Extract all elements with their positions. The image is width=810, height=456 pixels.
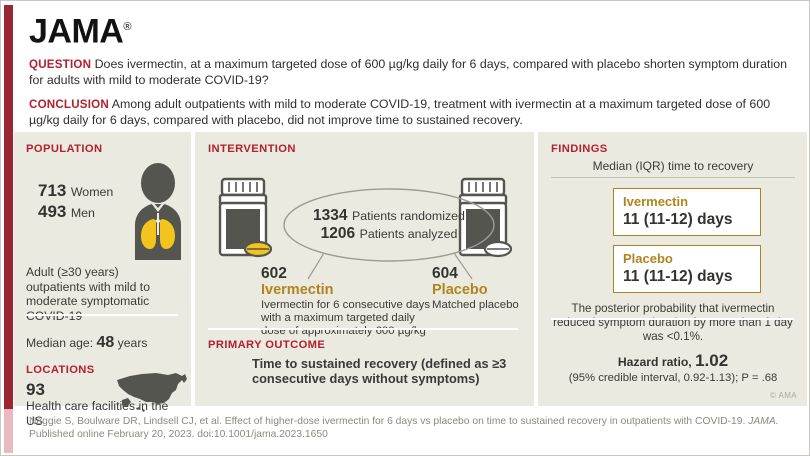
arm-placebo-description: Matched placebo: [432, 299, 519, 311]
left-rail-footer-segment: [4, 409, 13, 453]
analyzed-count: 1206: [320, 225, 356, 242]
population-title: POPULATION: [26, 143, 103, 155]
arm-placebo-n: 604: [432, 265, 458, 282]
header: JAMA® QUESTION Does ivermectin, at a max…: [29, 9, 797, 137]
footer-citation: Naggie S, Boulware DR, Lindsell CJ, et a…: [29, 415, 799, 441]
posterior-probability-note: The posterior probability that ivermecti…: [553, 302, 793, 343]
women-label: Women: [70, 185, 114, 199]
person-with-lungs-icon: [122, 163, 194, 266]
jama-logo: JAMA®: [29, 9, 131, 49]
panels-band: POPULATION 713 Women 493 Men: [14, 132, 807, 428]
left-red-rail: [4, 5, 13, 453]
arm-ivermectin-description: Ivermectin for 6 consecutive days with a…: [261, 299, 431, 338]
median-age-row: Median age: 48 years: [26, 334, 181, 352]
result-ivermectin-name: Ivermectin: [623, 194, 689, 209]
ivermectin-pill-bottle-icon: [216, 177, 276, 266]
randomization-counts: 1334 Patients randomized 1206 Patients a…: [291, 195, 487, 255]
primary-outcome-title: PRIMARY OUTCOME: [208, 339, 326, 351]
men-count: 493: [38, 202, 67, 221]
women-row: 713 Women: [38, 181, 113, 202]
citation-text: Naggie S, Boulware DR, Lindsell CJ, et a…: [29, 416, 749, 427]
hazard-ratio-row: Hazard ratio, 1.02: [551, 351, 795, 371]
question-label: QUESTION: [29, 58, 92, 72]
findings-panel: FINDINGS Median (IQR) time to recovery I…: [538, 132, 807, 406]
locations-description: Health care facilities in the US: [26, 399, 169, 428]
women-count: 713: [38, 181, 67, 200]
divider-population-intervention: [191, 132, 195, 406]
population-description: Adult (≥30 years) outpatients with mild …: [26, 265, 150, 323]
median-age-units: years: [117, 336, 148, 351]
findings-rule: [551, 177, 795, 178]
placebo-pill-bottle-icon: [456, 177, 516, 266]
median-age-value: 48: [96, 334, 115, 352]
locations-block: LOCATIONS 93 Health care facilities in t…: [26, 364, 187, 428]
divider-population-locations: [26, 314, 178, 316]
median-age-label: Median age:: [26, 336, 94, 351]
population-panel: POPULATION 713 Women 493 Men: [14, 132, 191, 428]
arm-ivermectin-name: Ivermectin: [261, 282, 334, 298]
findings-title: FINDINGS: [551, 143, 608, 155]
divider-intervention-findings: [534, 132, 538, 406]
intervention-diagram: 1334 Patients randomized 1206 Patients a…: [208, 159, 522, 337]
jama-logo-text: JAMA: [29, 12, 124, 51]
question-text: Does ivermectin, at a maximum targeted d…: [29, 57, 788, 87]
population-counts: 713 Women 493 Men: [38, 181, 113, 223]
divider-findings-stats: [551, 318, 794, 320]
confidence-interval: (95% credible interval, 0.92-1.13); P = …: [568, 372, 778, 384]
analyzed-label: Patients analyzed: [359, 227, 458, 241]
citation-doi-line: Published online February 20, 2023. doi:…: [29, 429, 328, 440]
hazard-ratio-label: Hazard ratio,: [617, 355, 692, 369]
result-box-placebo: Placebo 11 (11-12) days: [613, 245, 761, 293]
intervention-title: INTERVENTION: [208, 143, 296, 155]
randomized-count: 1334: [313, 207, 348, 224]
question-paragraph: QUESTION Does ivermectin, at a maximum t…: [29, 57, 797, 88]
result-box-ivermectin: Ivermectin 11 (11-12) days: [613, 188, 761, 236]
men-label: Men: [70, 206, 95, 220]
randomized-row: 1334 Patients randomized: [313, 207, 465, 225]
analyzed-row: 1206 Patients analyzed: [321, 225, 458, 243]
primary-outcome-block: PRIMARY OUTCOME Time to sustained recove…: [208, 339, 522, 387]
divider-intervention-outcome: [208, 328, 518, 330]
question-conclusion-block: QUESTION Does ivermectin, at a maximum t…: [29, 57, 797, 128]
result-placebo-name: Placebo: [623, 251, 673, 266]
citation-journal: JAMA.: [748, 416, 779, 427]
findings-subtitle: Median (IQR) time to recovery: [592, 159, 754, 173]
result-ivermectin-value: 11 (11-12) days: [623, 211, 733, 228]
conclusion-paragraph: CONCLUSION Among adult outpatients with …: [29, 97, 797, 128]
arm-placebo: 604 Placebo Matched placebo: [432, 265, 542, 312]
randomized-label: Patients randomized: [351, 209, 465, 223]
result-placebo-value: 11 (11-12) days: [623, 268, 733, 285]
conclusion-text: Among adult outpatients with mild to mod…: [29, 97, 771, 127]
intervention-panel: INTERVENTION: [195, 132, 534, 406]
conclusion-label: CONCLUSION: [29, 98, 109, 112]
primary-outcome-text: Time to sustained recovery (defined as ≥…: [252, 356, 507, 387]
arm-ivermectin-n: 602: [261, 265, 287, 282]
hazard-ratio-value: 1.02: [695, 351, 729, 370]
copyright-mark: © AMA: [769, 391, 797, 400]
men-row: 493 Men: [38, 202, 113, 223]
locations-count: 93: [26, 380, 45, 400]
randomization-ellipse: [283, 188, 495, 280]
registered-trademark-icon: ®: [123, 21, 131, 33]
locations-title: LOCATIONS: [26, 364, 95, 377]
arm-placebo-name: Placebo: [432, 282, 488, 298]
us-map-icon: [112, 366, 190, 423]
population-figure-row: 713 Women 493 Men: [26, 159, 181, 263]
